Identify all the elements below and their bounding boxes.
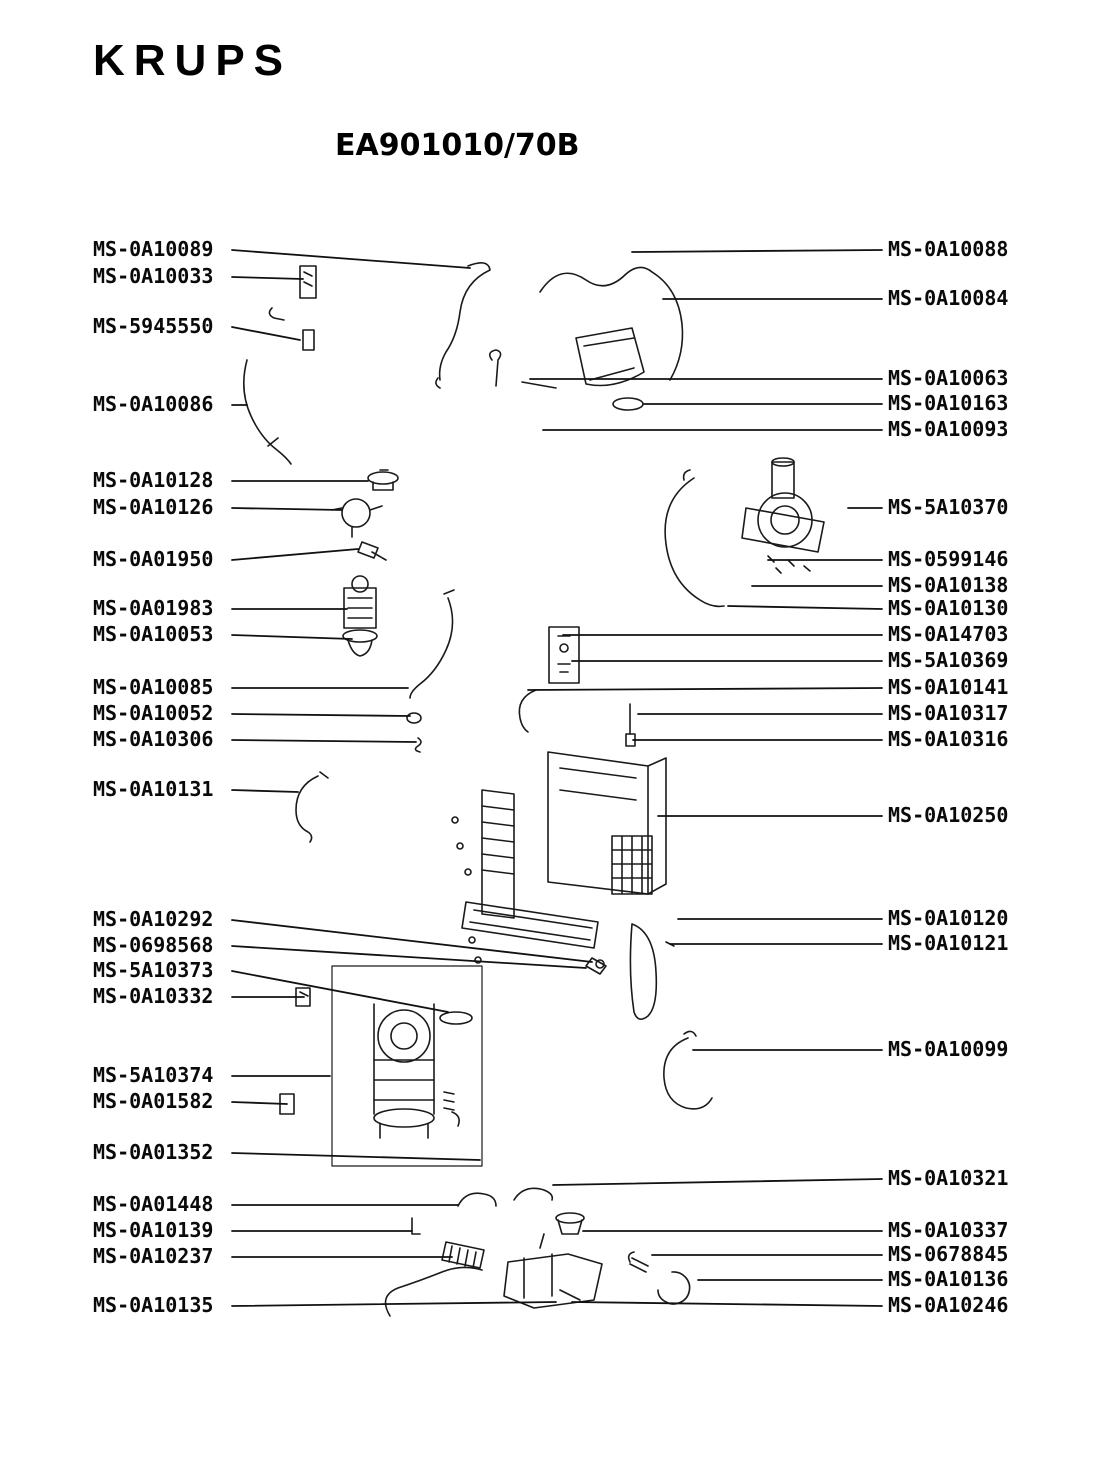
part-tube-left	[243, 359, 292, 465]
part-brewing-unit-box	[331, 965, 483, 1167]
part-label-ms-0a10130: MS-0A10130	[888, 596, 1009, 621]
part-label-ms-0a10163: MS-0A10163	[888, 391, 1009, 416]
part-tube-mid-left	[409, 589, 455, 699]
part-label-ms-5a10370: MS-5A10370	[888, 495, 1009, 520]
model-number: EA901010/70B	[335, 128, 580, 163]
part-label-ms-0a10337: MS-0A10337	[888, 1218, 1009, 1243]
leader-line-ms-0a10126	[231, 507, 343, 511]
leader-line-ms-0a10131	[231, 789, 299, 793]
leader-line-ms-0a10246	[571, 1301, 883, 1307]
part-label-ms-0a01448: MS-0A01448	[93, 1192, 214, 1217]
part-label-ms-0a10128: MS-0A10128	[93, 468, 214, 493]
leader-line-ms-0698568	[231, 945, 587, 969]
part-label-ms-5a10369: MS-5A10369	[888, 648, 1009, 673]
leader-line-ms-5a10373	[231, 970, 449, 1013]
leader-line-ms-0a10292	[231, 919, 593, 963]
leader-line-ms-0a10306	[231, 739, 417, 743]
part-small-tube-center	[518, 689, 537, 733]
part-label-ms-0a10237: MS-0A10237	[93, 1244, 214, 1269]
part-label-ms-0a01983: MS-0A01983	[93, 596, 214, 621]
part-label-ms-0a10089: MS-0A10089	[93, 237, 214, 262]
part-label-ms-0a10099: MS-0A10099	[888, 1037, 1009, 1062]
part-side-panel	[629, 923, 675, 1020]
part-label-ms-0a10131: MS-0A10131	[93, 777, 214, 802]
brand-logo: KRUPS	[93, 36, 293, 85]
part-label-ms-0a10306: MS-0A10306	[93, 727, 214, 752]
leader-line-ms-0a01582	[231, 1101, 288, 1105]
part-label-ms-0a10316: MS-0A10316	[888, 727, 1009, 752]
leader-line-ms-0a10141	[527, 687, 883, 691]
part-label-ms-0698568: MS-0698568	[93, 933, 214, 958]
leader-line-ms-0a10053	[231, 634, 353, 640]
part-label-ms-0a10332: MS-0A10332	[93, 984, 214, 1009]
part-label-ms-0a10321: MS-0A10321	[888, 1166, 1009, 1191]
part-label-ms-0a10138: MS-0A10138	[888, 573, 1009, 598]
part-label-ms-0a10250: MS-0A10250	[888, 803, 1009, 828]
leader-line-ms-0a10052	[231, 713, 411, 717]
part-label-ms-0a10292: MS-0A10292	[93, 907, 214, 932]
part-label-ms-0a10084: MS-0A10084	[888, 286, 1009, 311]
part-valve-column	[331, 469, 399, 657]
part-label-ms-0a10053: MS-0A10053	[93, 622, 214, 647]
part-tube-lower-left	[295, 771, 329, 843]
part-tube-upper-center	[435, 262, 491, 389]
part-label-ms-0599146: MS-0599146	[888, 547, 1009, 572]
leader-line-ms-0a10033	[231, 276, 304, 280]
part-hook-tube-right	[663, 1030, 713, 1110]
leader-line-ms-0a10321	[552, 1178, 883, 1186]
part-main-housing	[451, 751, 667, 975]
leader-line-ms-0a10088	[631, 249, 883, 253]
part-label-ms-0a10120: MS-0A10120	[888, 906, 1009, 931]
part-label-ms-0a01950: MS-0A01950	[93, 547, 214, 572]
part-label-ms-0a10085: MS-0A10085	[93, 675, 214, 700]
part-label-ms-0a10139: MS-0A10139	[93, 1218, 214, 1243]
part-label-ms-0a10246: MS-0A10246	[888, 1293, 1009, 1318]
part-label-ms-0a10135: MS-0A10135	[93, 1293, 214, 1318]
part-label-ms-0a10086: MS-0A10086	[93, 392, 214, 417]
part-label-ms-0a10093: MS-0A10093	[888, 417, 1009, 442]
part-label-ms-0a10033: MS-0A10033	[93, 264, 214, 289]
part-label-ms-0a10141: MS-0A10141	[888, 675, 1009, 700]
part-clips	[406, 712, 422, 753]
part-bracket-top-left	[268, 265, 317, 351]
part-bracket-center	[548, 626, 580, 684]
part-label-ms-0678845: MS-0678845	[888, 1242, 1009, 1267]
part-top-center-assembly	[488, 266, 684, 411]
leader-line-ms-0a01950	[231, 548, 359, 561]
leader-line-ms-0a10089	[231, 249, 471, 269]
leader-line-ms-0a01352	[231, 1152, 481, 1161]
part-label-ms-0a01582: MS-0A01582	[93, 1089, 214, 1114]
part-label-ms-0a10121: MS-0A10121	[888, 931, 1009, 956]
leader-lines-group	[231, 249, 883, 1307]
part-label-ms-0a10052: MS-0A10052	[93, 701, 214, 726]
part-label-ms-0a10088: MS-0A10088	[888, 237, 1009, 262]
part-label-ms-5a10374: MS-5A10374	[93, 1063, 214, 1088]
part-label-ms-0a10317: MS-0A10317	[888, 701, 1009, 726]
part-label-ms-0a01352: MS-0A01352	[93, 1140, 214, 1165]
part-motor-assembly-right	[664, 457, 825, 608]
part-label-ms-0a10136: MS-0A10136	[888, 1267, 1009, 1292]
part-label-ms-0a14703: MS-0A14703	[888, 622, 1009, 647]
part-label-ms-0a10063: MS-0A10063	[888, 366, 1009, 391]
part-label-ms-5a10373: MS-5A10373	[93, 958, 214, 983]
part-label-ms-5945550: MS-5945550	[93, 314, 214, 339]
leader-line-ms-5945550	[231, 326, 301, 341]
leader-line-ms-0a10135	[231, 1301, 557, 1307]
part-bottom-assembly	[384, 1187, 691, 1317]
leader-line-ms-0a10130	[727, 605, 883, 610]
part-label-ms-0a10126: MS-0A10126	[93, 495, 214, 520]
